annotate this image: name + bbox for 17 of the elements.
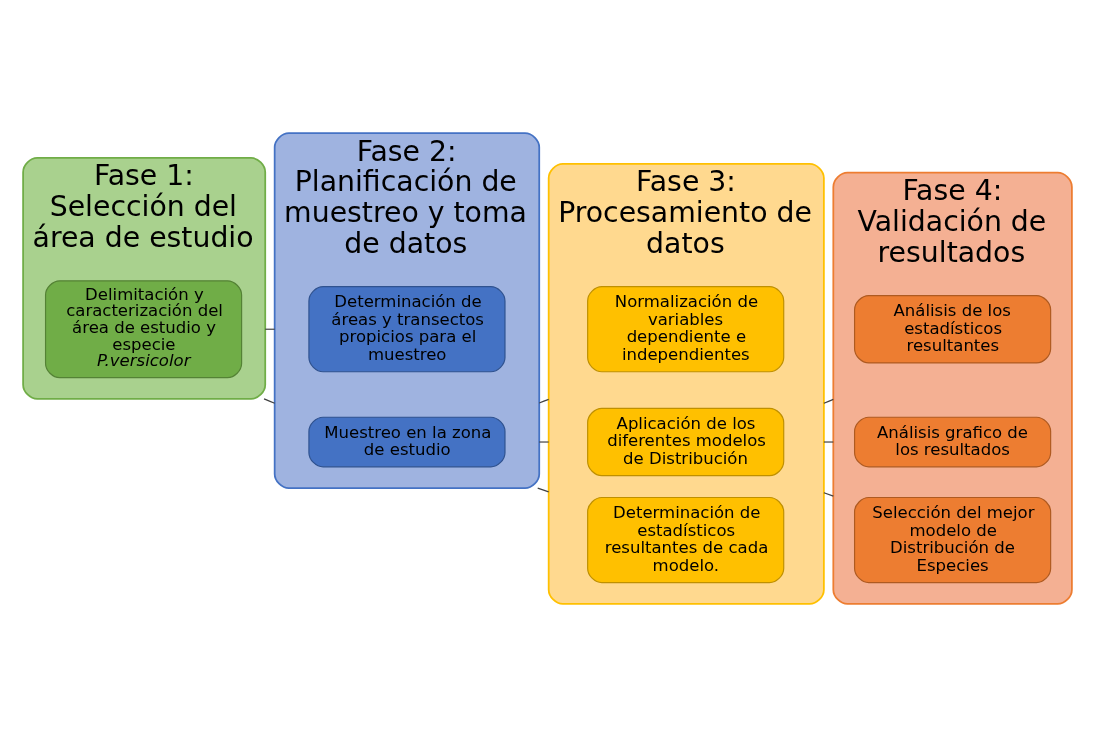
node-box: Determinación de estadísticos resultantes de cada modelo. (587, 496, 785, 584)
connector (823, 398, 834, 404)
connector (538, 398, 550, 404)
connector (263, 398, 276, 404)
node-box: Normalización de variables dependiente e independientes (587, 286, 785, 373)
node-box: Aplicación de los diferentes modelos de Distribución (587, 407, 785, 477)
node-box: Análisis de los estadísticos resultantes (854, 295, 1052, 364)
node-box: Determinación de áreas y transectos propicios para el muestreo (308, 286, 506, 373)
connector (823, 441, 834, 443)
node-box: Análisis grafico de los resultados (854, 416, 1052, 468)
connector (823, 492, 834, 497)
node-box: Selección del mejor modelo de Distribución de Especies (854, 496, 1052, 584)
node-box: Delimitación y caracterización del área de estudio y especie P.versicolor (44, 280, 243, 379)
connector (264, 328, 276, 330)
connector (538, 441, 550, 443)
connector (537, 487, 550, 493)
node-box: Muestreo en la zona de estudio (308, 416, 506, 468)
